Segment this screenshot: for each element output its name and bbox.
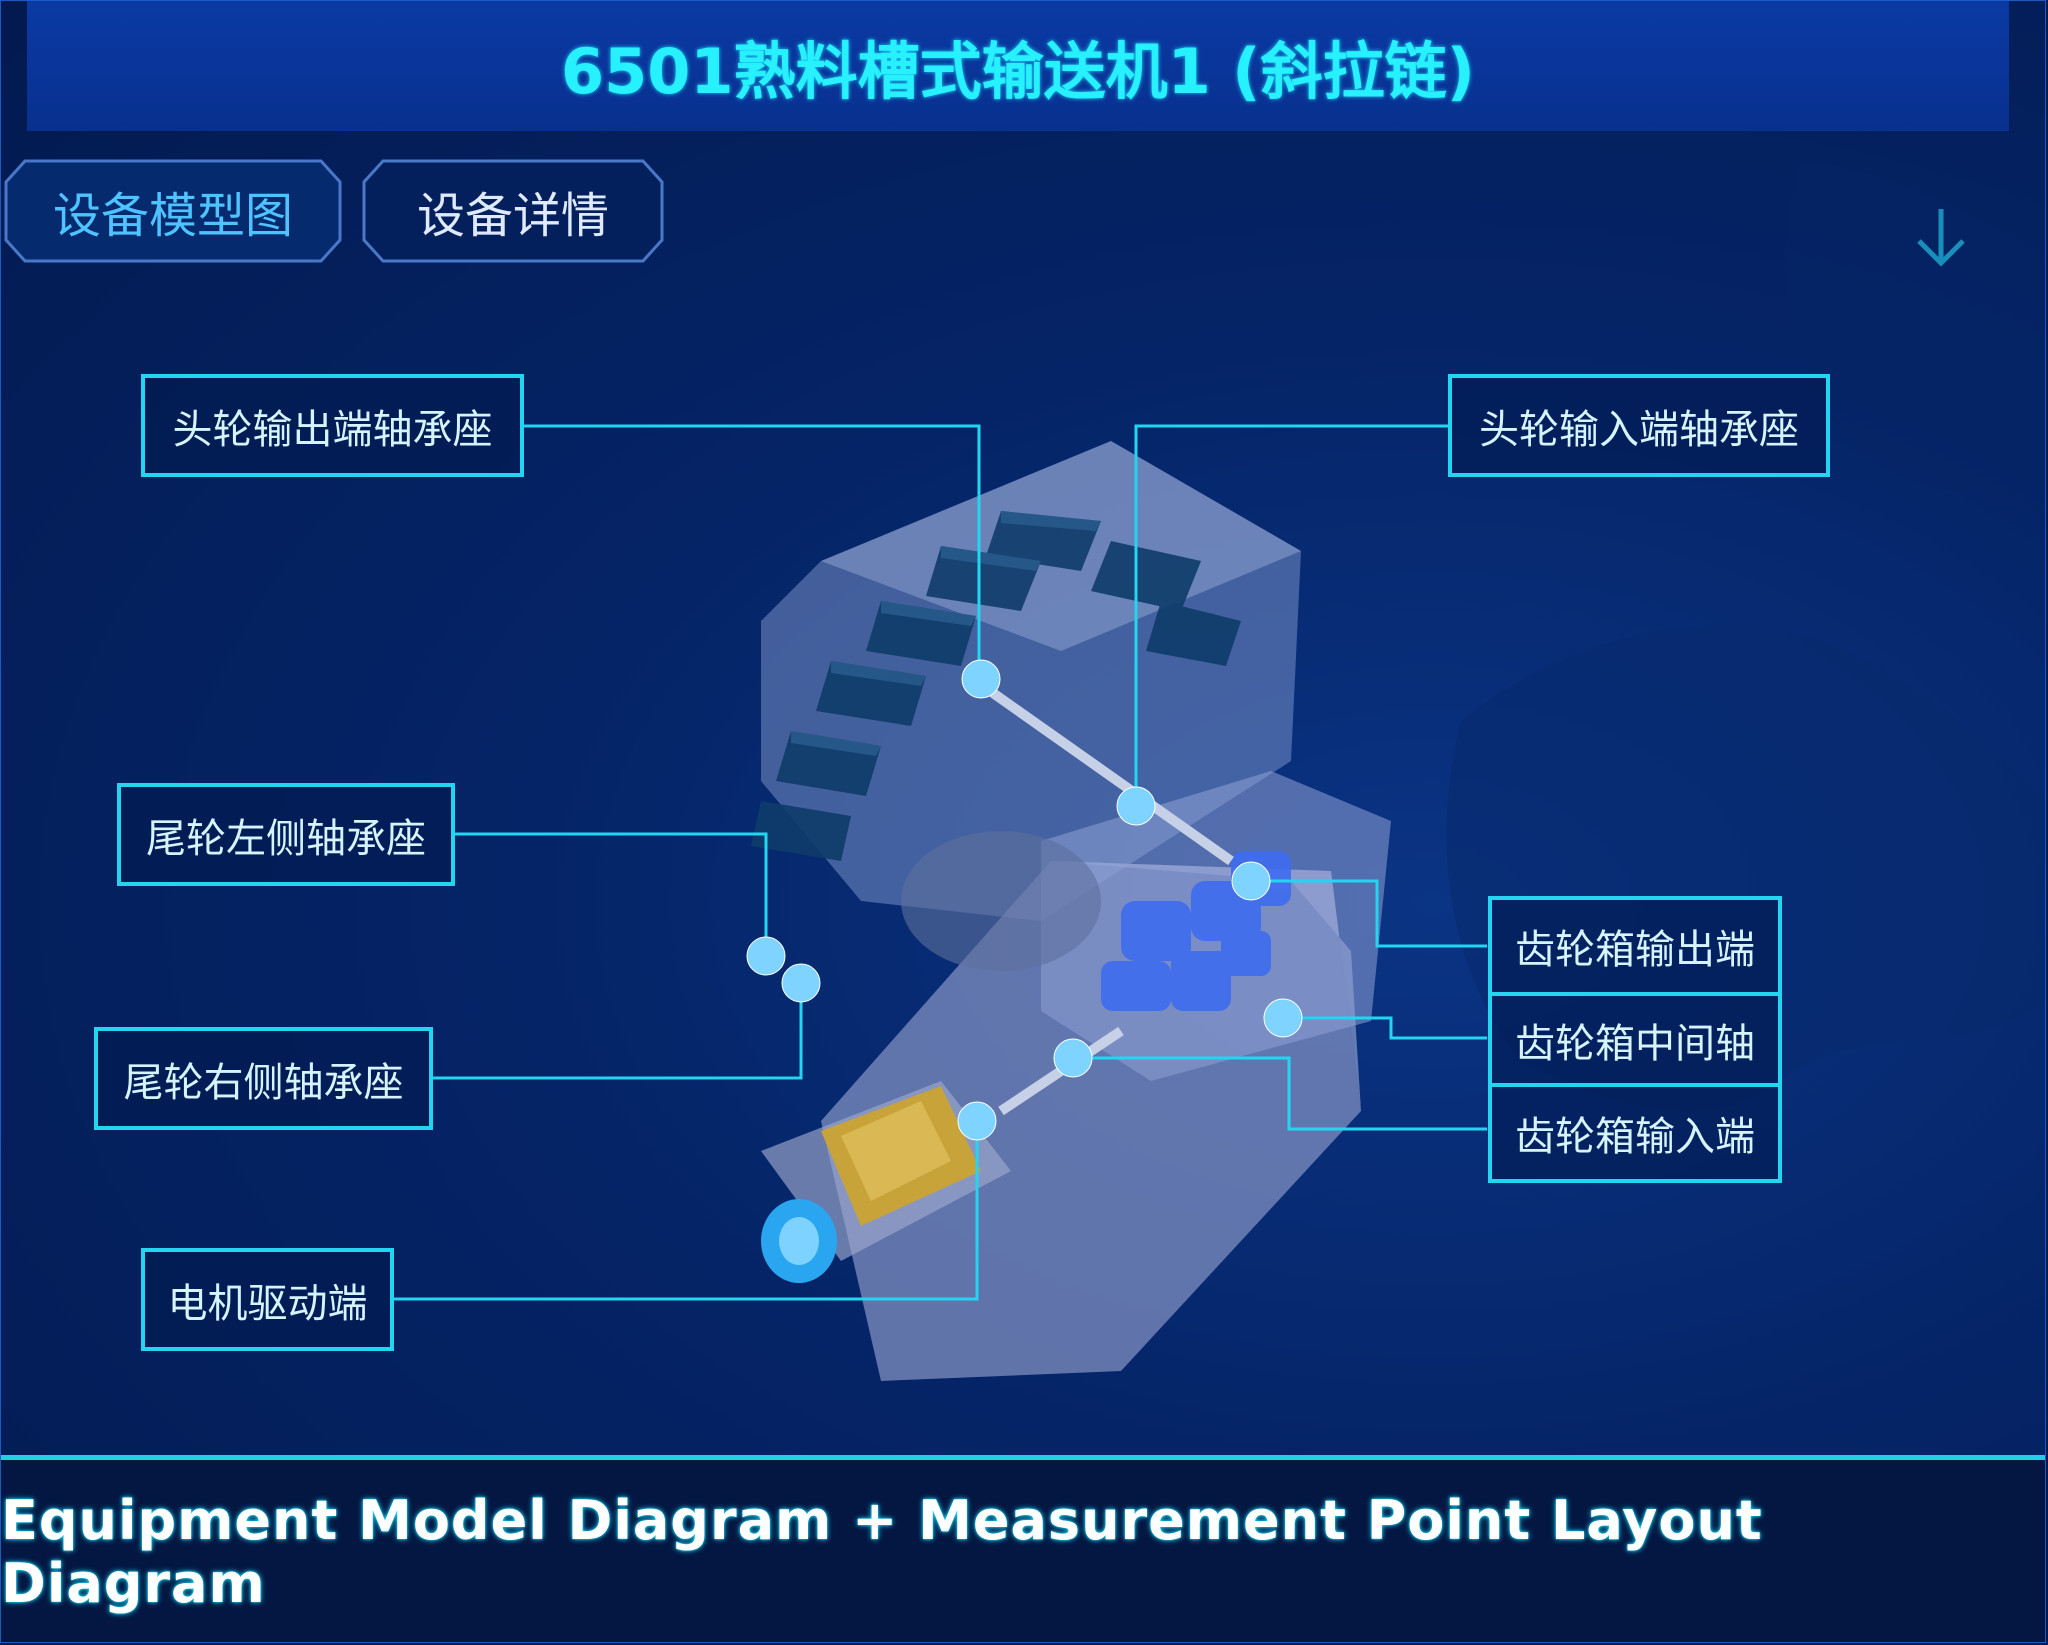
label-text: 尾轮左侧轴承座 [146, 806, 426, 864]
label-text: 齿轮箱输入端 [1515, 1104, 1755, 1162]
point-dot-motor [958, 1102, 996, 1140]
tail-sprocket [901, 831, 1101, 971]
label-tail-right-bearing[interactable]: 尾轮右侧轴承座 [94, 1027, 433, 1130]
label-tail-left-bearing[interactable]: 尾轮左侧轴承座 [117, 783, 455, 886]
label-text: 齿轮箱输出端 [1515, 917, 1755, 975]
point-dot-tail-right [782, 964, 820, 1002]
label-head-input-bearing[interactable]: 头轮输入端轴承座 [1448, 374, 1830, 477]
label-gearbox-output[interactable]: 齿轮箱输出端 [1488, 896, 1782, 996]
point-dot-gearbox-middle [1264, 999, 1302, 1037]
point-dot-gearbox-input [1054, 1039, 1092, 1077]
label-gearbox-middle-shaft[interactable]: 齿轮箱中间轴 [1488, 992, 1782, 1087]
point-dot-head-output [962, 660, 1000, 698]
label-text: 尾轮右侧轴承座 [124, 1050, 404, 1108]
point-dot-tail-left [747, 937, 785, 975]
label-text: 头轮输入端轴承座 [1479, 397, 1799, 455]
label-motor-drive-end[interactable]: 电机驱动端 [141, 1248, 394, 1351]
footer-caption: Equipment Model Diagram + Measurement Po… [1, 1489, 2046, 1615]
point-dot-head-input [1117, 787, 1155, 825]
label-head-output-bearing[interactable]: 头轮输出端轴承座 [141, 374, 524, 477]
label-text: 电机驱动端 [168, 1271, 368, 1329]
footer-caption-bar: Equipment Model Diagram + Measurement Po… [1, 1460, 2046, 1643]
point-dot-gearbox-output [1232, 862, 1270, 900]
label-gearbox-input[interactable]: 齿轮箱输入端 [1488, 1083, 1782, 1183]
label-text: 头轮输出端轴承座 [173, 397, 493, 455]
equipment-model-diagram [1, 1, 2046, 1455]
label-text: 齿轮箱中间轴 [1515, 1011, 1755, 1069]
